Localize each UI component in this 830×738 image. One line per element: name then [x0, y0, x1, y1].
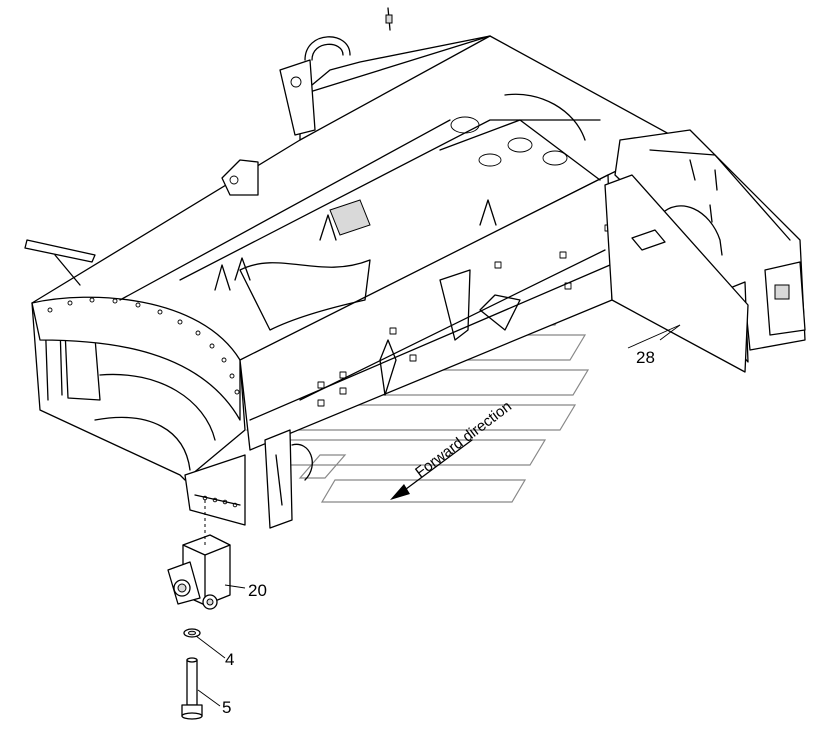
left-lifting-eye	[221, 159, 259, 196]
callout-28: 28	[636, 348, 655, 367]
leader-lines	[195, 324, 681, 707]
mount-bracket	[184, 454, 246, 526]
rear-lifting-bracket	[279, 59, 316, 136]
side-bolts	[317, 224, 612, 407]
callout-20: 20	[248, 581, 267, 600]
frame-front-plate	[31, 296, 241, 421]
callout-5: 5	[222, 698, 231, 717]
part-28-guard-plate	[604, 174, 749, 373]
left-flat-bar	[24, 239, 96, 263]
main-frame	[24, 7, 806, 529]
forward-direction-arrow	[390, 439, 473, 500]
front-ring-holes	[47, 297, 240, 395]
part-20-block	[167, 534, 231, 610]
part-5-bolt	[181, 657, 203, 720]
part-4-washer	[183, 628, 201, 638]
callout-4: 4	[225, 650, 234, 669]
